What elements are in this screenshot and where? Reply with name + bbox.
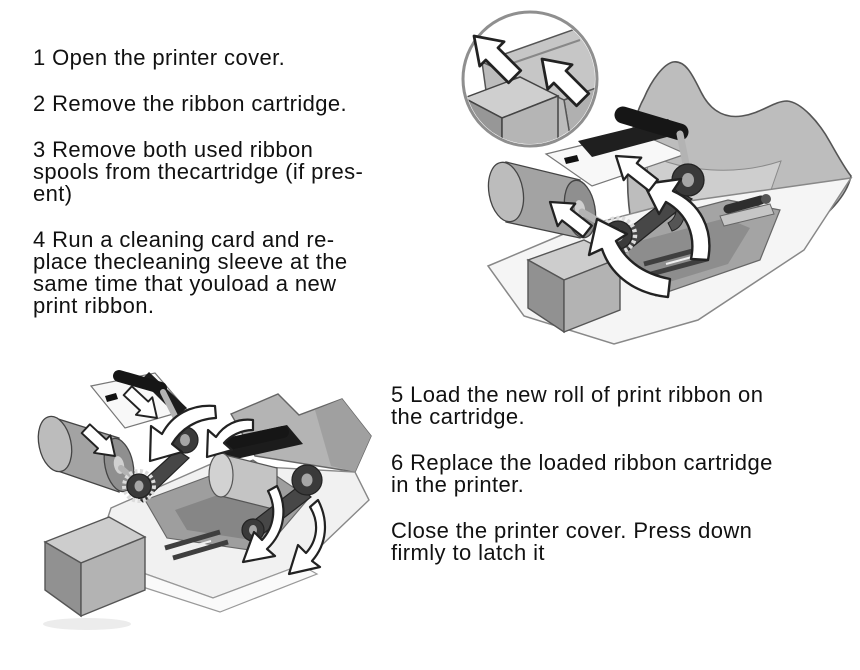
curved-arrow [148, 404, 327, 576]
step-3: 3 Remove both used ribbon spools from th… [33, 137, 364, 206]
figure-load-ribbon-cartridge [37, 370, 372, 630]
step-4: 4 Run a cleaning card and re- place thec… [33, 227, 348, 318]
ground-shadow [43, 618, 131, 630]
card-hopper [43, 516, 147, 618]
instructions-steps-5-6: 5 Load the new roll of print ribbon on t… [391, 384, 856, 588]
step-6: 6 Replace the loaded ribbon cartridge in… [391, 450, 773, 497]
transfer-roller [719, 194, 775, 227]
instructions-steps-1-4: 1 Open the printer cover. 2 Remove the r… [33, 47, 443, 341]
card-hopper [526, 239, 622, 334]
step-2: 2 Remove the ribbon cartridge. [33, 91, 348, 116]
figure-remove-ribbon-cartridge [460, 10, 853, 345]
step-5: 5 Load the new roll of print ribbon on t… [391, 382, 764, 429]
closing-instruction: Close the printer cover. Press down firm… [391, 518, 753, 565]
step-1: 1 Open the printer cover. [33, 45, 286, 70]
